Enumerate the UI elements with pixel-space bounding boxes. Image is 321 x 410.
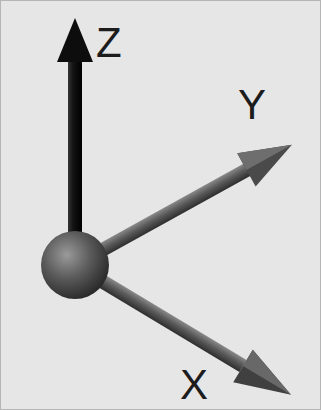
axis-label: X <box>180 364 208 406</box>
origin-sphere <box>41 231 109 299</box>
z-axis-arrow <box>57 18 93 255</box>
axis-label: Y <box>238 84 266 126</box>
axis-label: Z <box>96 22 122 64</box>
